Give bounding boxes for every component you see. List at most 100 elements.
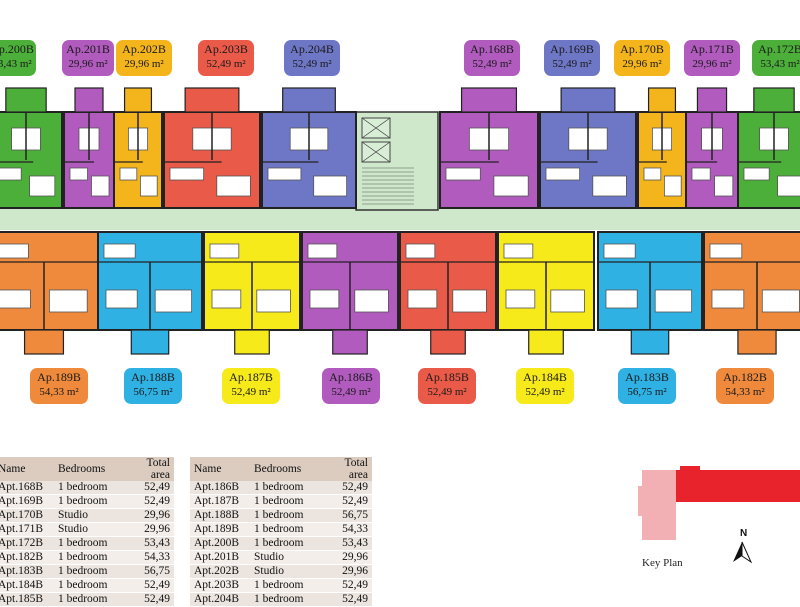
furniture [691,167,711,181]
cell-bedrooms: 1 bedroom [54,536,124,551]
apartment-name: Ap.201B [66,42,110,56]
furniture [654,289,693,313]
cell-bedrooms: 1 bedroom [250,578,322,593]
furniture [505,289,536,309]
apartment-area: 29,96 m² [68,58,108,70]
cell-area: 52,49 [124,578,174,593]
apartment-name: Ap.171B [690,42,734,56]
col-name: Name [190,457,250,481]
furniture [592,175,627,197]
apartment-name: Ap.204B [290,42,334,56]
apartment-name: Ap.189B [37,370,81,384]
apartment-area: 52,49 m² [472,58,512,70]
col-name: Name [0,457,54,481]
balcony-top-3 [184,87,240,113]
balcony-bottom-5 [528,329,564,355]
key-plan-label: Key Plan [642,557,683,569]
furniture [643,167,662,181]
apartment-area: 52,49 m² [231,386,271,398]
balcony-bottom-3 [332,329,368,355]
top-label-1: Ap.201B 29,96 m² [62,40,114,76]
balcony-bottom-2 [234,329,270,355]
balcony-bottom-7 [737,329,777,355]
key-plan-building-pink-wing [638,486,648,516]
furniture [405,243,436,259]
cell-name: Apt.188B [190,508,250,523]
cell-area: 29,96 [322,564,372,579]
furniture [407,289,438,309]
cell-area: 52,49 [322,481,372,495]
furniture [452,289,487,313]
furniture [605,289,638,309]
elevator-x [361,117,391,139]
cell-name: Apt.187B [190,494,250,509]
cell-bedrooms: Studio [250,564,322,579]
apartment-name: Ap.186B [329,370,373,384]
balcony-top-9 [753,87,795,113]
cell-name: Apt.168B [0,481,54,495]
balcony-top-4 [282,87,336,113]
furniture [103,243,136,259]
furniture [139,175,158,197]
furniture [761,289,800,313]
furniture [709,243,743,259]
furniture [743,167,770,181]
balcony-top-1 [74,87,104,113]
furniture [29,175,56,197]
balcony-bottom-1 [130,329,170,355]
cell-name: Apt.200B [190,536,250,551]
furniture [154,289,192,313]
apartment-area: 53,43 m² [760,58,800,70]
balcony-top-8 [696,87,728,113]
cell-area: 29,96 [322,550,372,565]
apartment-name: Ap.200B [0,42,34,56]
furniture [503,243,534,259]
furniture [354,289,389,313]
cell-bedrooms: 1 bedroom [54,550,124,565]
furniture [0,289,31,309]
cell-area: 52,49 [124,494,174,509]
apartment-area: 52,49 m² [525,386,565,398]
furniture [91,175,110,197]
balcony-top-6 [560,87,616,113]
cell-name: Apt.184B [0,578,54,593]
col-area: Total area [124,457,174,481]
cell-bedrooms: Studio [250,550,322,565]
furniture [69,167,88,181]
balcony-top-2 [123,87,153,113]
elevator-x [361,141,391,163]
furniture [777,175,800,197]
cell-name: Apt.169B [0,494,54,509]
cell-bedrooms: 1 bedroom [250,481,322,495]
furniture [256,289,291,313]
apartment-name: Ap.203B [204,42,248,56]
apartment-name: Ap.187B [229,370,273,384]
cell-area: 54,33 [322,522,372,537]
apartment-area: 52,49 m² [206,58,246,70]
furniture [714,175,734,197]
furniture [307,243,338,259]
apartment-area: 29,96 m² [124,58,164,70]
col-area: Total area [322,457,372,481]
furniture [0,167,22,181]
top-label-0: Ap.200B53,43 m² [0,40,36,76]
cell-name: Apt.186B [190,481,250,495]
cell-bedrooms: 1 bedroom [54,578,124,593]
